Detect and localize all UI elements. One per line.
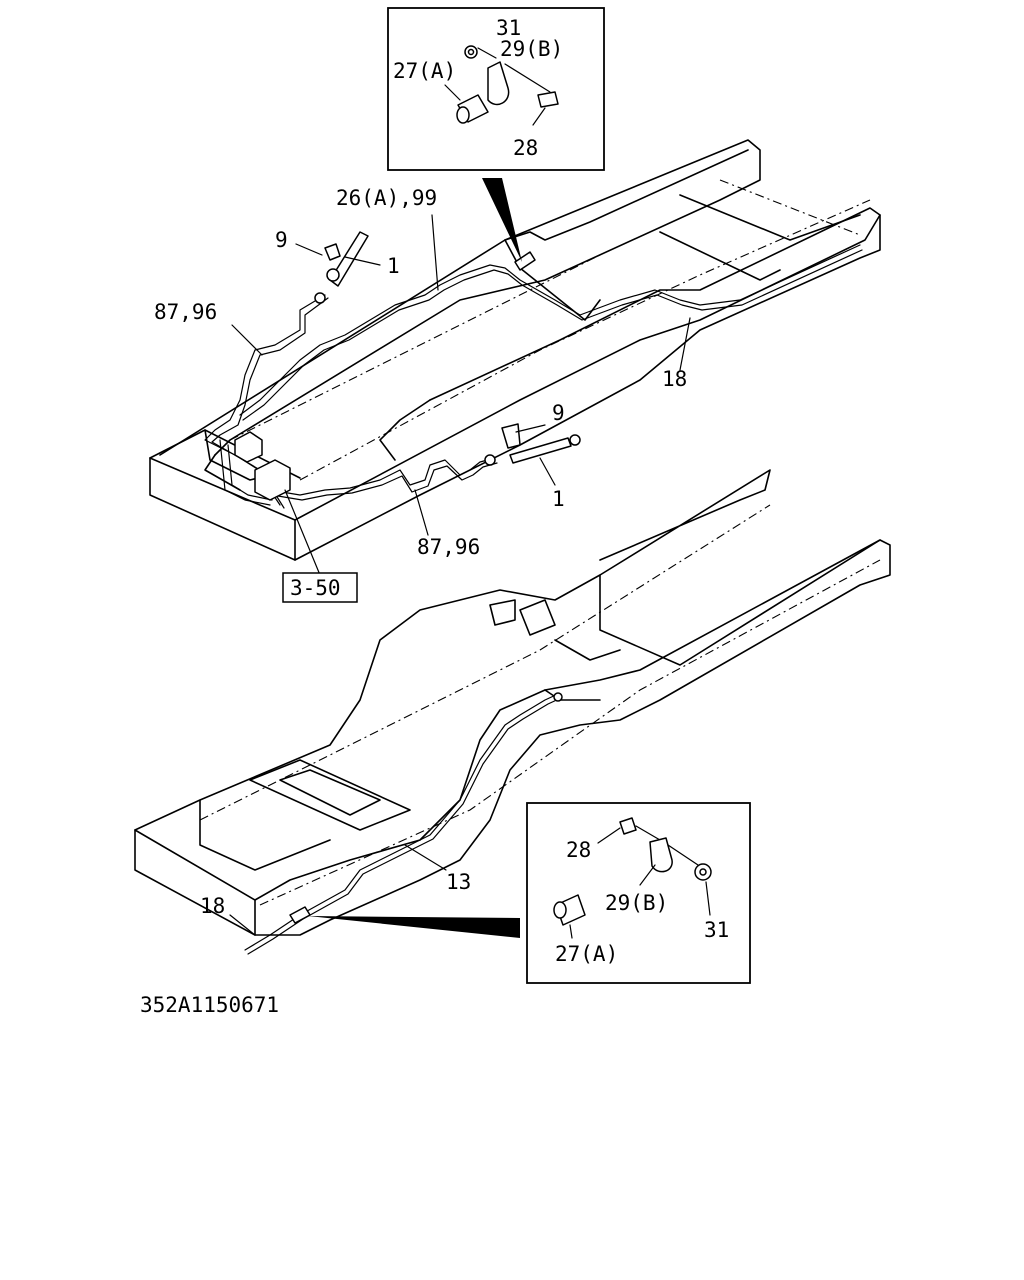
callout-31-bottom: 31 [704,918,729,942]
callout-labels: 31 29(B) 27(A) 28 26(A),99 9 1 87,96 18 … [140,16,729,1017]
callout-18-upper-right: 18 [662,367,687,391]
callout-1-upper-left: 1 [387,254,400,278]
diagram-id: 352A1150671 [140,993,279,1017]
callout-9-upper-right: 9 [552,401,565,425]
callout-1-upper-right: 1 [552,487,565,511]
figure-ref-3-50: 3-50 [290,576,341,600]
callout-26a-99: 26(A),99 [336,186,437,210]
leader-lines [229,214,691,936]
upper-parts [234,231,581,501]
callout-27a-bottom: 27(A) [555,942,618,966]
bottom-detail-inset [526,802,751,984]
upper-brake-pipes [204,244,863,509]
callout-87-96-upper-left: 87,96 [154,300,217,324]
callout-31-top: 31 [496,16,521,40]
bottom-inset-pointer [308,916,520,938]
callout-18-lower: 18 [200,894,225,918]
top-inset-pointer [482,178,522,262]
callout-28-top: 28 [513,136,538,160]
callout-87-96-upper-bottom: 87,96 [417,535,480,559]
callout-13-lower: 13 [446,870,471,894]
callout-9-upper-left: 9 [275,228,288,252]
callout-29b-bottom: 29(B) [605,891,668,915]
callout-28-bottom: 28 [566,838,591,862]
lower-brake-pipe [244,692,563,955]
callout-27a-top: 27(A) [393,59,456,83]
top-detail-inset [387,7,605,171]
figure-ref-box [282,572,358,603]
callout-29b-top: 29(B) [500,37,563,61]
